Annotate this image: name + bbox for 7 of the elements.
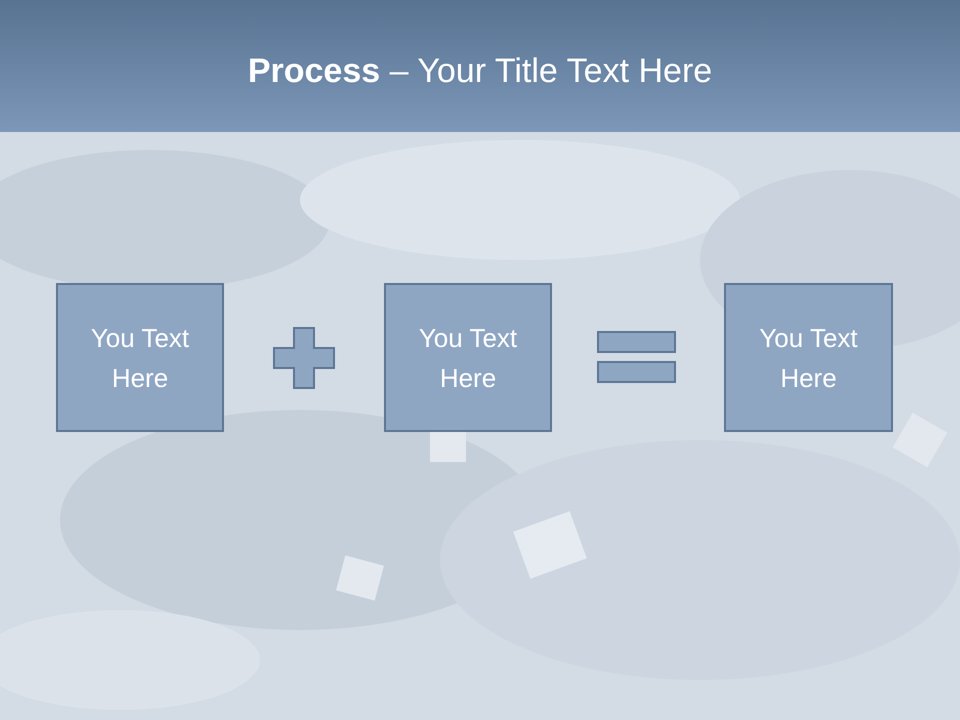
title: Process – Your Title Text Here — [248, 52, 712, 90]
text-box — [724, 283, 893, 432]
box-text: You Text Here — [418, 322, 518, 394]
text-box — [56, 283, 224, 432]
box-text: You Text Here — [758, 322, 859, 394]
box-text: You Text Here — [90, 322, 190, 394]
text-box — [384, 283, 552, 432]
